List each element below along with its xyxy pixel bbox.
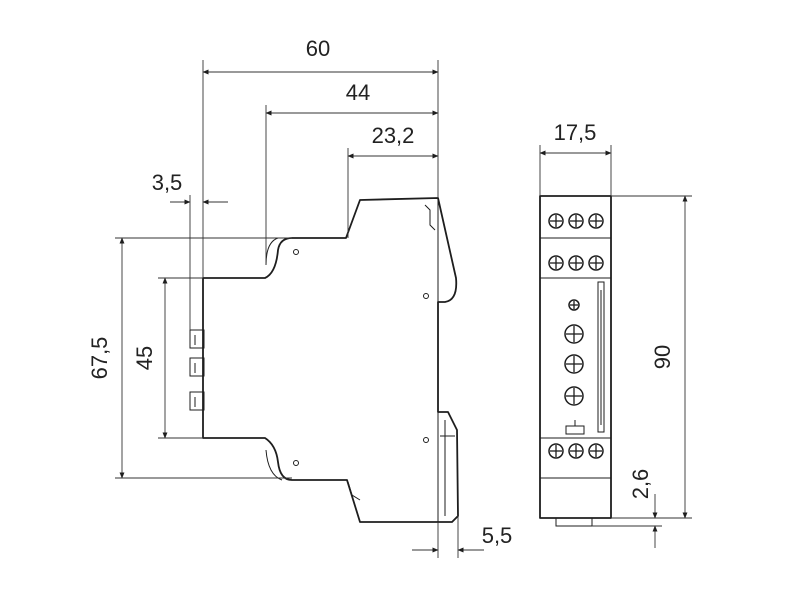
dim-67-5: 67,5: [87, 337, 112, 380]
rail-clips: [189, 329, 205, 411]
dim-60: 60: [306, 36, 330, 61]
dim-45: 45: [132, 346, 157, 370]
dim-2-6: 2,6: [628, 469, 653, 500]
dim-44: 44: [346, 80, 370, 105]
adjustment-knobs: [564, 299, 584, 406]
side-view: [189, 197, 459, 523]
dim-23-2: 23,2: [372, 123, 415, 148]
dim-17-5: 17,5: [554, 120, 597, 145]
terminal-row-1: [548, 213, 604, 229]
dim-90: 90: [650, 345, 675, 369]
side-view-outline: [202, 197, 459, 523]
terminal-row-3: [548, 443, 604, 459]
front-view: [539, 195, 612, 527]
front-dimensions: 17,5 90 2,6: [539, 120, 692, 548]
front-view-outline: [539, 195, 612, 519]
dim-3-5: 3,5: [152, 170, 183, 195]
side-dimensions: 60 44 23,2 3,5 67,5 45 5,5: [87, 36, 512, 558]
dim-5-5: 5,5: [482, 523, 513, 548]
terminal-row-2: [548, 255, 604, 271]
